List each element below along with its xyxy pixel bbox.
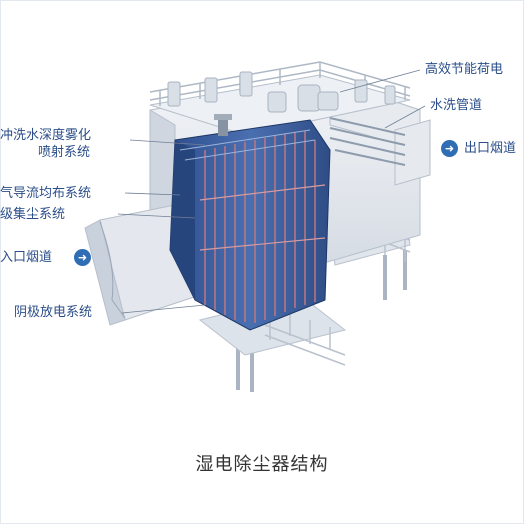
label-outlet-duct: 出口烟道: [464, 141, 517, 156]
figure-caption: 湿电除尘器结构: [195, 454, 329, 475]
electrode-core: [169, 119, 331, 331]
label-inlet-duct: 入口烟道: [0, 250, 53, 265]
arrow-right-icon: ➜: [441, 140, 458, 157]
label-high-efficiency-charge: 高效节能荷电: [425, 62, 504, 77]
label-spray-system-line1: 冲洗水深度雾化: [0, 128, 92, 143]
outlet-duct: [394, 119, 431, 186]
label-cathode-system: 阴极放电系统: [14, 305, 93, 320]
label-water-pipe: 水洗管道: [430, 98, 483, 113]
label-gas-flow-system: 气导流均布系统: [0, 186, 92, 201]
label-spray-system-line2: 喷射系统: [38, 145, 91, 160]
water-pipes: [329, 117, 406, 166]
arrow-right-icon: ➜: [74, 249, 91, 266]
leader-lines: [117, 69, 426, 314]
label-collector-system: 级集尘系统: [0, 207, 66, 222]
rooftop-fixture: [214, 114, 232, 136]
